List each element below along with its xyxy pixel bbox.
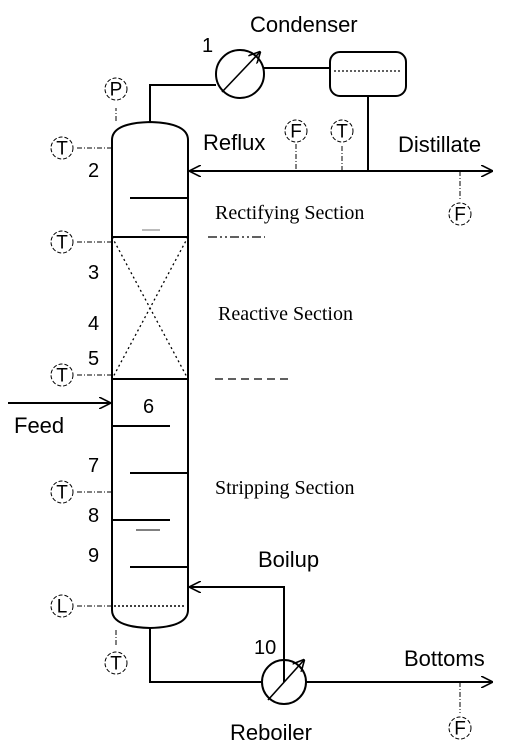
reactive-section-label: Reactive Section xyxy=(218,303,353,325)
pressure-indicator-label: P xyxy=(110,80,123,101)
condenser-label: Condenser xyxy=(250,12,358,37)
stage-number-10: 10 xyxy=(254,637,276,659)
stage-number-2: 2 xyxy=(88,160,99,182)
flow-indicator-reflux xyxy=(284,119,308,143)
flow-indicator-distillate xyxy=(448,202,472,226)
stage-number-3: 3 xyxy=(88,262,99,284)
packing-diagonal-2 xyxy=(111,236,189,380)
pressure-indicator-top xyxy=(104,77,128,101)
temperature-indicator-label: T xyxy=(336,122,348,143)
temperature-indicator-stripping xyxy=(50,480,74,504)
stripping-section-label: Stripping Section xyxy=(215,477,354,499)
reboiler-label: Reboiler xyxy=(230,720,312,745)
stage-number-5: 5 xyxy=(88,348,99,370)
overhead-vapor-line xyxy=(149,84,216,122)
flow-indicator-label: F xyxy=(454,719,466,740)
boilup-line xyxy=(190,587,285,682)
boilup-label: Boilup xyxy=(258,547,319,572)
bottoms-outlet-line xyxy=(149,628,262,683)
temperature-indicator-label: T xyxy=(110,654,122,675)
rectifying-section-label: Rectifying Section xyxy=(215,202,364,224)
temperature-indicator-label: T xyxy=(56,366,68,387)
temperature-indicator-stage2 xyxy=(50,136,74,160)
reboiler-diagonal-arrow xyxy=(267,660,304,701)
reflux-drum xyxy=(329,51,407,97)
column-shell xyxy=(111,120,189,630)
temperature-indicator-reactive-top xyxy=(50,230,74,254)
stage-number-8: 8 xyxy=(88,505,99,527)
condenser-exchanger xyxy=(215,49,265,99)
distillate-label: Distillate xyxy=(398,132,481,157)
flow-indicator-label: F xyxy=(454,205,466,226)
instrument-leader-lines xyxy=(77,108,461,713)
flow-indicator-label: F xyxy=(290,122,302,143)
level-indicator-bottom xyxy=(50,594,74,618)
condenser-diagonal-arrow xyxy=(221,52,260,93)
stage-number-6: 6 xyxy=(143,396,154,418)
stage-number-4: 4 xyxy=(88,313,99,335)
reflux-label: Reflux xyxy=(203,130,265,155)
flow-indicator-bottoms xyxy=(448,716,472,740)
temperature-indicator-label: T xyxy=(56,139,68,160)
stage-number-9: 9 xyxy=(88,545,99,567)
temperature-indicator-label: T xyxy=(56,233,68,254)
temperature-indicator-bottom xyxy=(104,651,128,675)
temperature-indicator-reflux xyxy=(330,119,354,143)
stage-number-1: 1 xyxy=(202,35,213,57)
temperature-indicator-label: T xyxy=(56,483,68,504)
stage-number-7: 7 xyxy=(88,455,99,477)
feed-label: Feed xyxy=(14,413,64,438)
bottoms-label: Bottoms xyxy=(404,646,485,671)
temperature-indicator-reactive-bottom xyxy=(50,363,74,387)
level-indicator-label: L xyxy=(57,597,68,618)
